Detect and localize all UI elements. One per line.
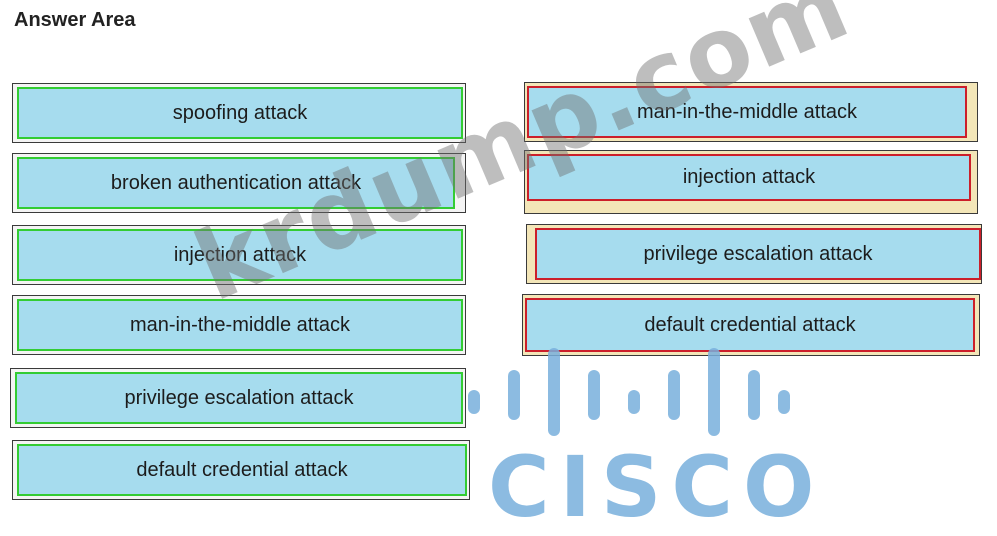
- right-answer-default-credential[interactable]: default credential attack: [522, 294, 980, 356]
- right-answer-man-in-the-middle[interactable]: man-in-the-middle attack: [524, 82, 978, 142]
- option-label: injection attack: [17, 229, 463, 281]
- right-answer-privilege-escalation[interactable]: privilege escalation attack: [526, 224, 982, 284]
- left-option-privilege-escalation[interactable]: privilege escalation attack: [10, 368, 466, 428]
- answer-area-title: Answer Area: [14, 9, 136, 31]
- option-label: spoofing attack: [17, 87, 463, 139]
- left-option-default-credential[interactable]: default credential attack: [12, 440, 470, 500]
- right-answer-injection[interactable]: injection attack: [524, 150, 978, 214]
- answer-label: default credential attack: [525, 298, 975, 352]
- left-option-man-in-the-middle[interactable]: man-in-the-middle attack: [12, 295, 466, 355]
- option-label: man-in-the-middle attack: [17, 299, 463, 351]
- left-option-spoofing[interactable]: spoofing attack: [12, 83, 466, 143]
- left-option-broken-authentication[interactable]: broken authentication attack: [12, 153, 466, 213]
- option-label: privilege escalation attack: [15, 372, 463, 424]
- answer-label: privilege escalation attack: [535, 228, 981, 280]
- option-label: default credential attack: [17, 444, 467, 496]
- answer-label: injection attack: [527, 154, 971, 201]
- option-label: broken authentication attack: [17, 157, 455, 209]
- left-option-injection[interactable]: injection attack: [12, 225, 466, 285]
- answer-label: man-in-the-middle attack: [527, 86, 967, 138]
- cisco-logo-text: CISCO: [488, 438, 825, 536]
